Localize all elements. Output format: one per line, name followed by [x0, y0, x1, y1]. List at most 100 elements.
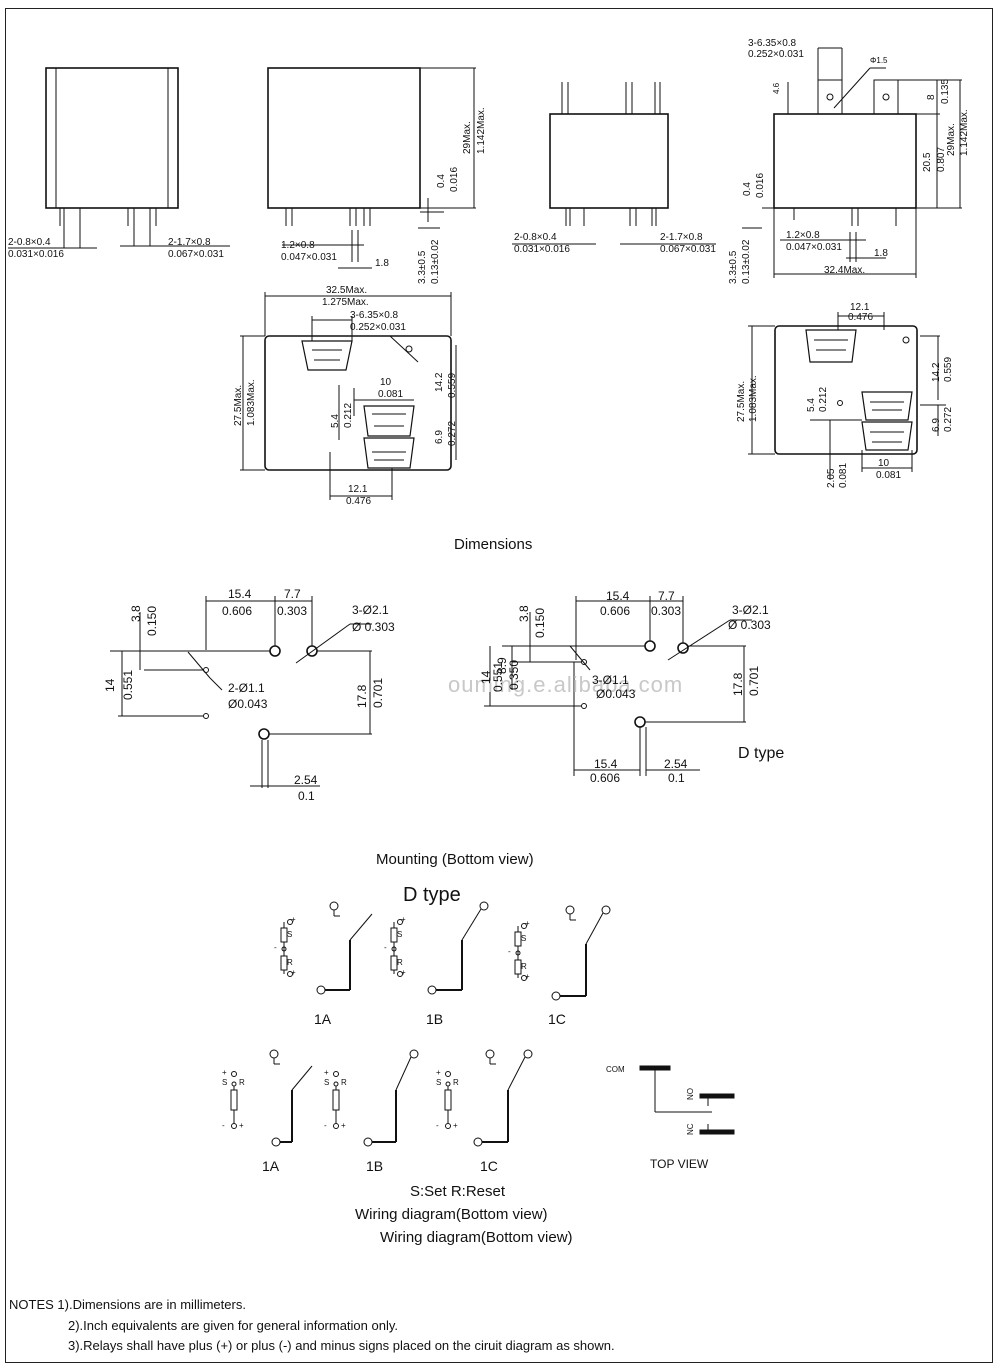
wiring-top-row — [280, 901, 611, 1001]
w-bot-1a-plus: + — [222, 1068, 227, 1077]
sv2-stand-in: 0.13±0.02 — [430, 239, 441, 284]
w-top-label-1c: 1C — [548, 1011, 566, 1027]
w-bot-1a-minus: - — [222, 1121, 225, 1130]
tvl-c: 14.2 — [434, 372, 445, 392]
top-view-left — [240, 292, 457, 500]
caption-set-reset: S:Set R:Reset — [410, 1183, 506, 1200]
w-top-label-1a: 1A — [314, 1011, 332, 1027]
w-bot-1a-plus2: + — [239, 1121, 244, 1130]
sv4-stand: 3.3±0.5 — [728, 250, 739, 284]
top-view-right — [748, 312, 946, 480]
w-top-1a-s: S — [287, 930, 293, 939]
w-bot-label-1b: 1B — [366, 1158, 384, 1174]
sv1-pins-right-in: 0.067×0.031 — [168, 249, 224, 260]
sv4-t: 0.4 — [742, 182, 753, 196]
tvr-f-in: 0.081 — [838, 462, 849, 488]
ml-h1-in: 0.150 — [145, 605, 159, 636]
sv4-body: 20.5 — [922, 152, 933, 172]
mr-hole-small-in: Ø0.043 — [596, 687, 636, 701]
w-bot-label-1c: 1C — [480, 1158, 498, 1174]
mr-h1-in: 0.150 — [533, 607, 547, 638]
mounting-left — [110, 596, 372, 788]
caption-wiring-2: Wiring diagram(Bottom view) — [380, 1229, 573, 1246]
sv4-tab-in: 0.252×0.031 — [748, 49, 804, 60]
tvl-b: 5.4 — [330, 414, 341, 428]
w-bot-1c-minus: - — [436, 1121, 439, 1130]
caption-dimensions: Dimensions — [454, 536, 533, 553]
w-top-1b-r: R — [397, 958, 403, 967]
tvl-tab-in: 0.252×0.031 — [350, 322, 406, 333]
sv1-pins-right: 2-1.7×0.8 — [168, 237, 211, 248]
w-top-1c-plus2: + — [525, 972, 530, 981]
sv3-pins-left: 2-0.8×0.4 — [514, 232, 557, 243]
w-top-1b-plus2: + — [401, 968, 406, 977]
tvr-d: 6.9 — [931, 418, 942, 432]
tvl-e: 12.1 — [348, 484, 368, 495]
sv4-pin: 1.2×0.8 — [786, 230, 820, 241]
sv2-t-in: 0.016 — [449, 166, 460, 192]
mr-w1-in: 0.606 — [600, 604, 631, 618]
mr-w2: 7.7 — [658, 589, 675, 603]
sv2-pin-in: 0.047×0.031 — [281, 252, 337, 263]
ml-h3-in: 0.701 — [371, 677, 385, 708]
drawing-frame — [5, 8, 993, 1363]
sv3-pins-left-in: 0.031×0.016 — [514, 244, 570, 255]
w-bot-1a-s: S — [222, 1078, 228, 1087]
sv2-t: 0.4 — [436, 174, 447, 188]
sv4-height: 29Max. — [946, 123, 957, 156]
ml-h2: 14 — [103, 678, 117, 692]
w-top-1c-s: S — [521, 934, 527, 943]
mr-p: 2.54 — [664, 757, 688, 771]
w-bot-1b-r: R — [341, 1078, 347, 1087]
tvr-d-in: 0.272 — [943, 406, 954, 432]
caption-top-view: TOP VIEW — [650, 1157, 709, 1171]
sv3-pins-right: 2-1.7×0.8 — [660, 232, 703, 243]
tvl-depth-in: 1.083Max. — [246, 379, 257, 426]
tvr-depth: 27.5Max. — [736, 380, 747, 422]
side-view-3 — [512, 82, 716, 245]
note-2: 2).Inch equivalents are given for genera… — [68, 1318, 399, 1333]
sv1-pins-left: 2-0.8×0.4 — [8, 237, 51, 248]
tvr-depth-in: 1.083Max. — [748, 375, 759, 422]
tvr-c-in: 0.559 — [943, 356, 954, 382]
w-bot-1b-plus: + — [324, 1068, 329, 1077]
tvr-top-in: 0.476 — [848, 312, 874, 323]
tvl-a: 10 — [380, 377, 392, 388]
tvl-width-in: 1.275Max. — [322, 297, 369, 308]
tvl-c-in: 0.559 — [447, 372, 458, 398]
tvr-a: 10 — [878, 458, 890, 469]
sv4-tab-h: 8 — [926, 94, 937, 100]
sv4-small: 4.6 — [772, 82, 781, 94]
sv4-hole: Φ1.5 — [870, 56, 888, 65]
sv4-stand-in: 0.13±0.02 — [741, 239, 752, 284]
tvr-b: 5.4 — [806, 398, 817, 412]
tvl-a-in: 0.081 — [378, 389, 404, 400]
sv4-pin-in: 0.047×0.031 — [786, 242, 842, 253]
mr-p-in: 0.1 — [668, 771, 685, 785]
w-top-1c-plus: + — [525, 919, 530, 928]
side-view-2 — [267, 67, 476, 269]
ml-hole-big-in: Ø 0.303 — [352, 620, 395, 634]
ml-hole-small-in: Ø0.043 — [228, 697, 268, 711]
w-top-1b-plus: + — [401, 915, 406, 924]
mr-w3: 15.4 — [594, 757, 618, 771]
tvl-width: 32.5Max. — [326, 285, 368, 296]
w-bot-label-1a: 1A — [262, 1158, 280, 1174]
caption-d-type-mount: D type — [738, 745, 785, 762]
sv4-height-in: 1.142Max. — [959, 109, 970, 156]
tvl-b-in: 0.212 — [343, 402, 354, 428]
note-3: 3).Relays shall have plus (+) or plus (-… — [68, 1338, 615, 1353]
w-bot-1b-s: S — [324, 1078, 330, 1087]
ml-w2: 7.7 — [284, 587, 301, 601]
ml-p-in: 0.1 — [298, 789, 315, 803]
sv4-tab-h-in: 0.135 — [940, 78, 951, 104]
tvr-f: 2.05 — [826, 468, 837, 488]
mr-h3: 17.8 — [731, 672, 745, 696]
mr-w2-in: 0.303 — [651, 604, 682, 618]
ml-w1-in: 0.606 — [222, 604, 253, 618]
w-bot-1c-plus2: + — [453, 1121, 458, 1130]
ml-p: 2.54 — [294, 773, 318, 787]
mr-hole-big: 3-Ø2.1 — [732, 603, 769, 617]
sv1-pins-left-in: 0.031×0.016 — [8, 249, 64, 260]
